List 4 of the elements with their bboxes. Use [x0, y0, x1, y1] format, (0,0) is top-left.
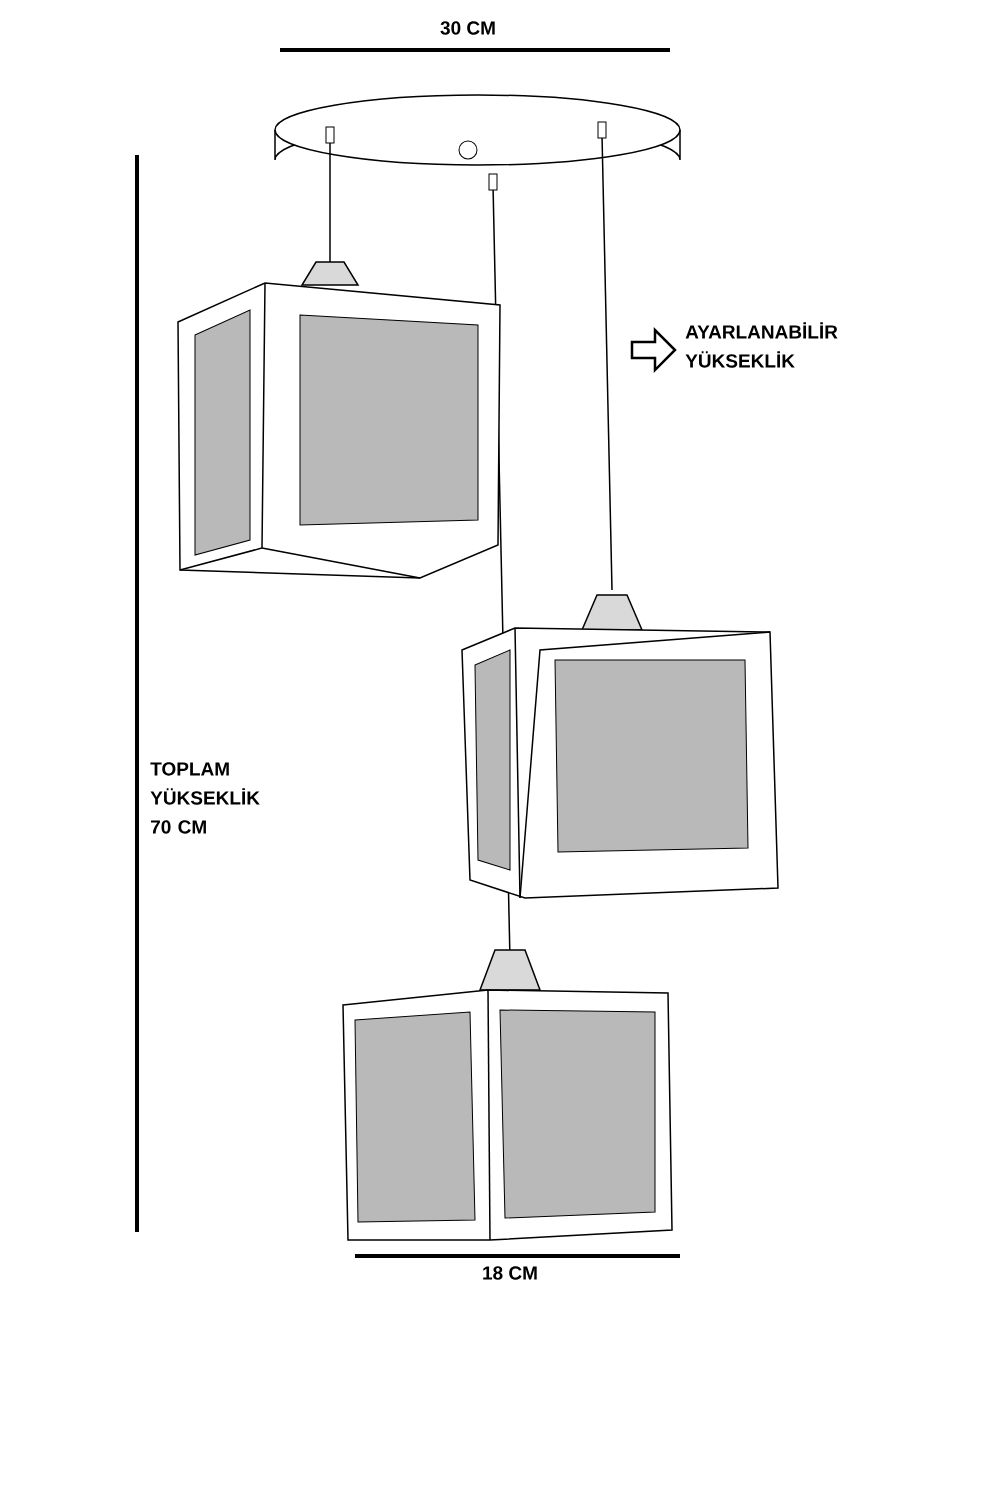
- note-text: TOPLAM YÜKSEKLİK 70 CM: [150, 762, 260, 834]
- dimension-label: 18 CM: [483, 1266, 537, 1280]
- note-text: AYARLANABİLİR YÜKSEKLİK: [685, 322, 838, 368]
- dimension-label: 30 CM: [440, 21, 495, 35]
